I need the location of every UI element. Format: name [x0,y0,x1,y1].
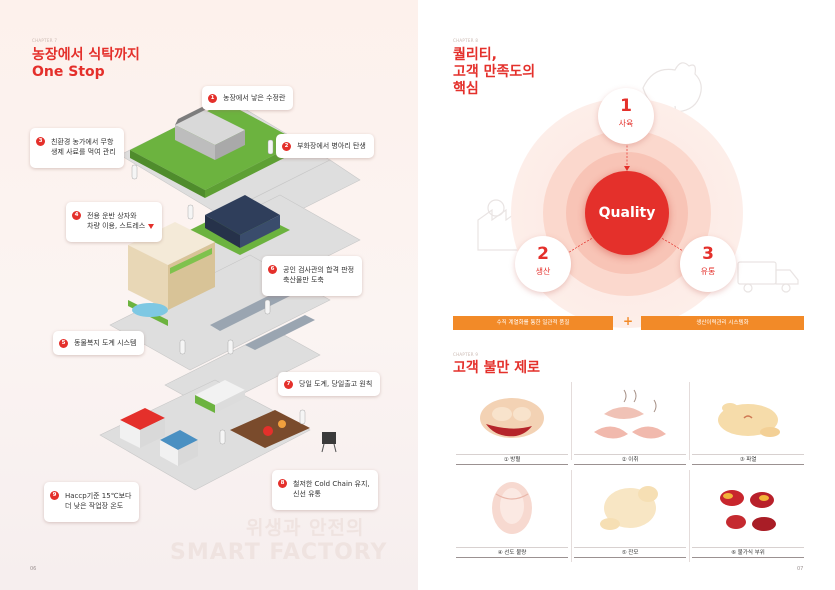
processing-factory [128,222,215,326]
callout-3: 3 친환경 농가에서 무항 생제 사료를 먹여 관리 [30,128,124,168]
node-label: 사육 [618,119,634,128]
product-off-odor-image [594,389,666,439]
callout-text-line1: Haccp기준 15℃보다 [65,492,132,500]
workers [131,139,306,445]
page-title-quality: 퀄리티, 고객 만족도의 핵심 [453,47,535,98]
quality-center-circle: Quality [585,171,669,255]
product-rupture-image [718,403,780,437]
callout-text-line2: 축산물만 도축 [283,276,324,284]
chapter-tag-7: CHAPTER 7 [32,38,58,43]
cycle-connectors [567,142,687,254]
product-residual-feathers-image [600,486,658,530]
down-arrow-icon [148,223,155,229]
callout-7: 7 당일 도계, 당일출고 원칙 [278,372,381,396]
farm-barn [175,104,245,160]
watermark-korean: 위생과 안전의 [246,517,365,539]
callout-text-line2: 더 낮은 작업장 온도 [65,502,124,510]
chapter-tag-8: CHAPTER 8 [453,38,479,43]
callout-number: 7 [284,379,293,389]
callout-8: 8 철저한 Cold Chain 유지, 신선 유통 [272,470,378,510]
node-production: 2 생산 [515,236,571,292]
node-label: 유통 [700,267,716,276]
dining-table [230,410,310,448]
callout-9: 9 Haccp기준 15℃보다 더 낮은 작업장 온도 [44,482,140,522]
callout-5: 5 동물복지 도계 시스템 [53,331,145,355]
callout-2: 2 부화장에서 병아리 탄생 [276,134,374,158]
callout-text: 당일 도계, 당일출고 원칙 [299,380,373,388]
callout-text-line1: 전용 운반 상자와 [87,212,137,220]
callout-number: 3 [36,137,45,146]
pond [132,303,168,317]
node-number: 2 [537,244,549,264]
node-breeding: 1 사육 [598,88,654,144]
callout-number: 9 [50,491,59,500]
node-number: 3 [702,244,714,264]
callout-4: 4 전용 운반 상자와 차량 이용, 스트레스 [66,202,163,242]
page-number-right: 07 [797,566,804,572]
callout-text: 농장에서 낳은 수정란 [223,94,286,102]
callout-number: 5 [59,338,68,348]
product-caption-poor-freshness: ④ 선도 불량 [456,547,568,558]
product-caption-off-odor: ② 이취 [574,454,686,465]
callout-text-line1: 공인 검사관의 합격 판정 [283,266,355,274]
callout-number: 6 [268,265,277,274]
callout-number: 4 [72,211,81,220]
product-caption-residual-feathers: ⑤ 잔모 [574,547,686,558]
callout-text-line2: 차량 이용, 스트레스 [87,222,146,230]
callout-1: 1 농장에서 낳은 수정란 [202,86,294,110]
callout-text-line2: 신선 유통 [293,490,321,498]
title-line-1: 농장에서 식탁까지 [32,47,140,63]
grid-divider [689,470,690,562]
product-bleeding-image [480,398,544,438]
product-caption-rupture: ③ 파열 [692,454,804,465]
plus-icon: + [623,314,634,328]
truck-outline-icon [737,261,799,293]
conveyor-line [210,290,315,350]
product-inedible-parts-image [720,490,776,531]
callout-text-line1: 친환경 농가에서 무항 [51,138,114,146]
callout-text: 동물복지 도계 시스템 [74,339,137,347]
bar-traceability: 생산이력관리 시스템화 [641,316,804,330]
page-title-left: 농장에서 식탁까지 One Stop [32,47,140,81]
retail-shops [120,408,198,466]
callout-text-line1: 철저한 Cold Chain 유지, [293,480,370,488]
node-distribution: 3 유통 [680,236,736,292]
callout-number: 2 [282,141,291,151]
callout-number: 8 [278,479,287,488]
title-line-2: 고객 만족도의 [453,64,536,80]
grid-divider [571,382,572,460]
title-line-1: 퀄리티, [453,47,497,63]
chapter-tag-9: CHAPTER 9 [453,352,479,357]
node-label: 생산 [535,267,551,276]
left-page: CHAPTER 7 농장에서 식탁까지 One Stop [0,0,418,590]
grid-divider [689,382,690,460]
product-caption-bleeding: ① 방혈 [456,454,568,465]
grid-divider [571,470,572,562]
product-caption-inedible-parts: ⑥ 불가식 부위 [692,547,804,558]
delivery-truck [195,380,245,413]
title-line-2: One Stop [32,64,105,80]
callout-text-line2: 생제 사료를 먹여 관리 [51,148,116,156]
page-number-left: 06 [30,566,37,572]
watermark-english: SMART FACTORY [170,540,388,565]
node-number: 1 [620,96,632,116]
callout-number: 1 [208,93,217,103]
callout-text: 부화장에서 병아리 탄생 [297,142,366,150]
title-line-3: 핵심 [453,81,479,97]
bar-vertical-integration: 수직 계열화를 통한 일관적 품질 [453,316,613,330]
section-title-zero-complaint: 고객 불만 제로 [453,360,541,376]
product-poor-freshness-image [492,482,532,534]
callout-6: 6 공인 검사관의 합격 판정 축산물만 도축 [262,256,363,296]
farm-to-table-illustration [99,99,361,491]
menu-board [321,432,337,453]
